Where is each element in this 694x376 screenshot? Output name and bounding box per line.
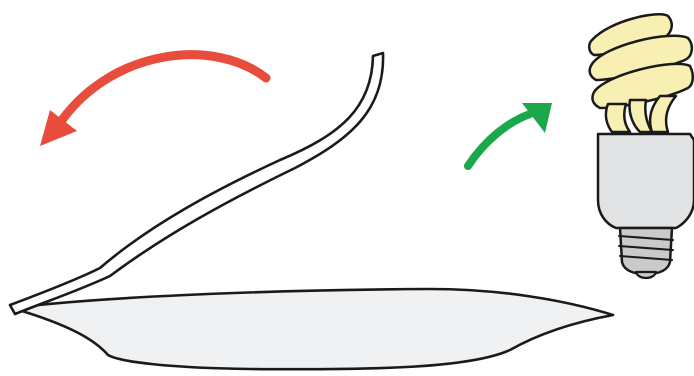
counterclockwise-arrow-icon — [40, 55, 266, 146]
red-arrow-head — [40, 110, 77, 146]
green-arrow-shaft — [468, 114, 530, 166]
bulb-ballast — [598, 134, 694, 228]
cfl-bulb-icon — [589, 14, 694, 278]
pouch-flap — [10, 53, 383, 314]
bulb-screw-base — [620, 228, 672, 274]
open-pouch-icon — [10, 53, 613, 369]
clockwise-arrow-icon — [468, 103, 552, 166]
bulb-contact-tip — [636, 272, 656, 278]
pouch-body — [12, 289, 613, 369]
red-arrow-shaft — [62, 55, 266, 120]
bulb-spiral — [589, 14, 693, 132]
